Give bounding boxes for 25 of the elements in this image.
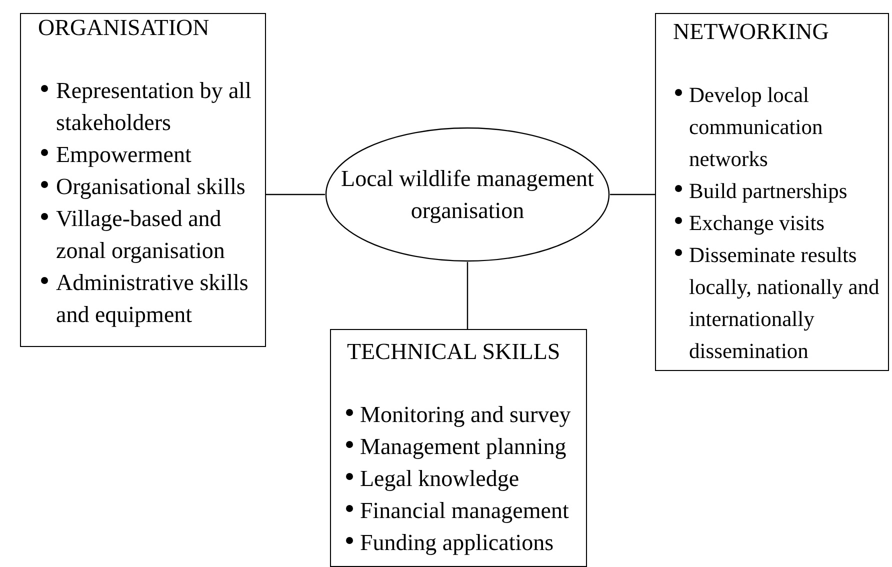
connector-line bbox=[610, 194, 655, 196]
list-item: Disseminate results locally, nationally and internationally dissemination bbox=[689, 243, 880, 363]
category-box bbox=[20, 13, 266, 347]
list-item: Management planning bbox=[360, 434, 566, 459]
organisation-ellipse bbox=[325, 127, 610, 262]
list-item: Administrative skills and equipment bbox=[56, 270, 248, 327]
box-heading: ORGANISATION bbox=[37, 14, 210, 42]
box-heading: TECHNICAL SKILLS bbox=[346, 338, 562, 366]
list-item: Legal knowledge bbox=[360, 466, 520, 491]
list-item: Representation by all stakeholders bbox=[56, 78, 252, 135]
category-box bbox=[330, 329, 587, 567]
connector-line bbox=[466, 262, 468, 329]
list-item: Funding applications bbox=[360, 530, 554, 555]
box-heading: NETWORKING bbox=[672, 18, 830, 46]
connector-line bbox=[266, 194, 325, 196]
list-item: Financial management bbox=[360, 498, 569, 523]
list-item: Village-based and zonal organisation bbox=[56, 206, 225, 263]
list-item: Organisational skills bbox=[56, 174, 246, 199]
category-box bbox=[655, 13, 889, 371]
list-item: Monitoring and survey bbox=[360, 402, 571, 427]
list-item: Exchange visits bbox=[689, 211, 825, 235]
node-label: Local wildlife management organisation bbox=[340, 164, 595, 225]
list-item: Build partnerships bbox=[689, 179, 848, 203]
list-item: Develop local communication networks bbox=[689, 83, 823, 171]
list-item: Empowerment bbox=[56, 142, 192, 167]
